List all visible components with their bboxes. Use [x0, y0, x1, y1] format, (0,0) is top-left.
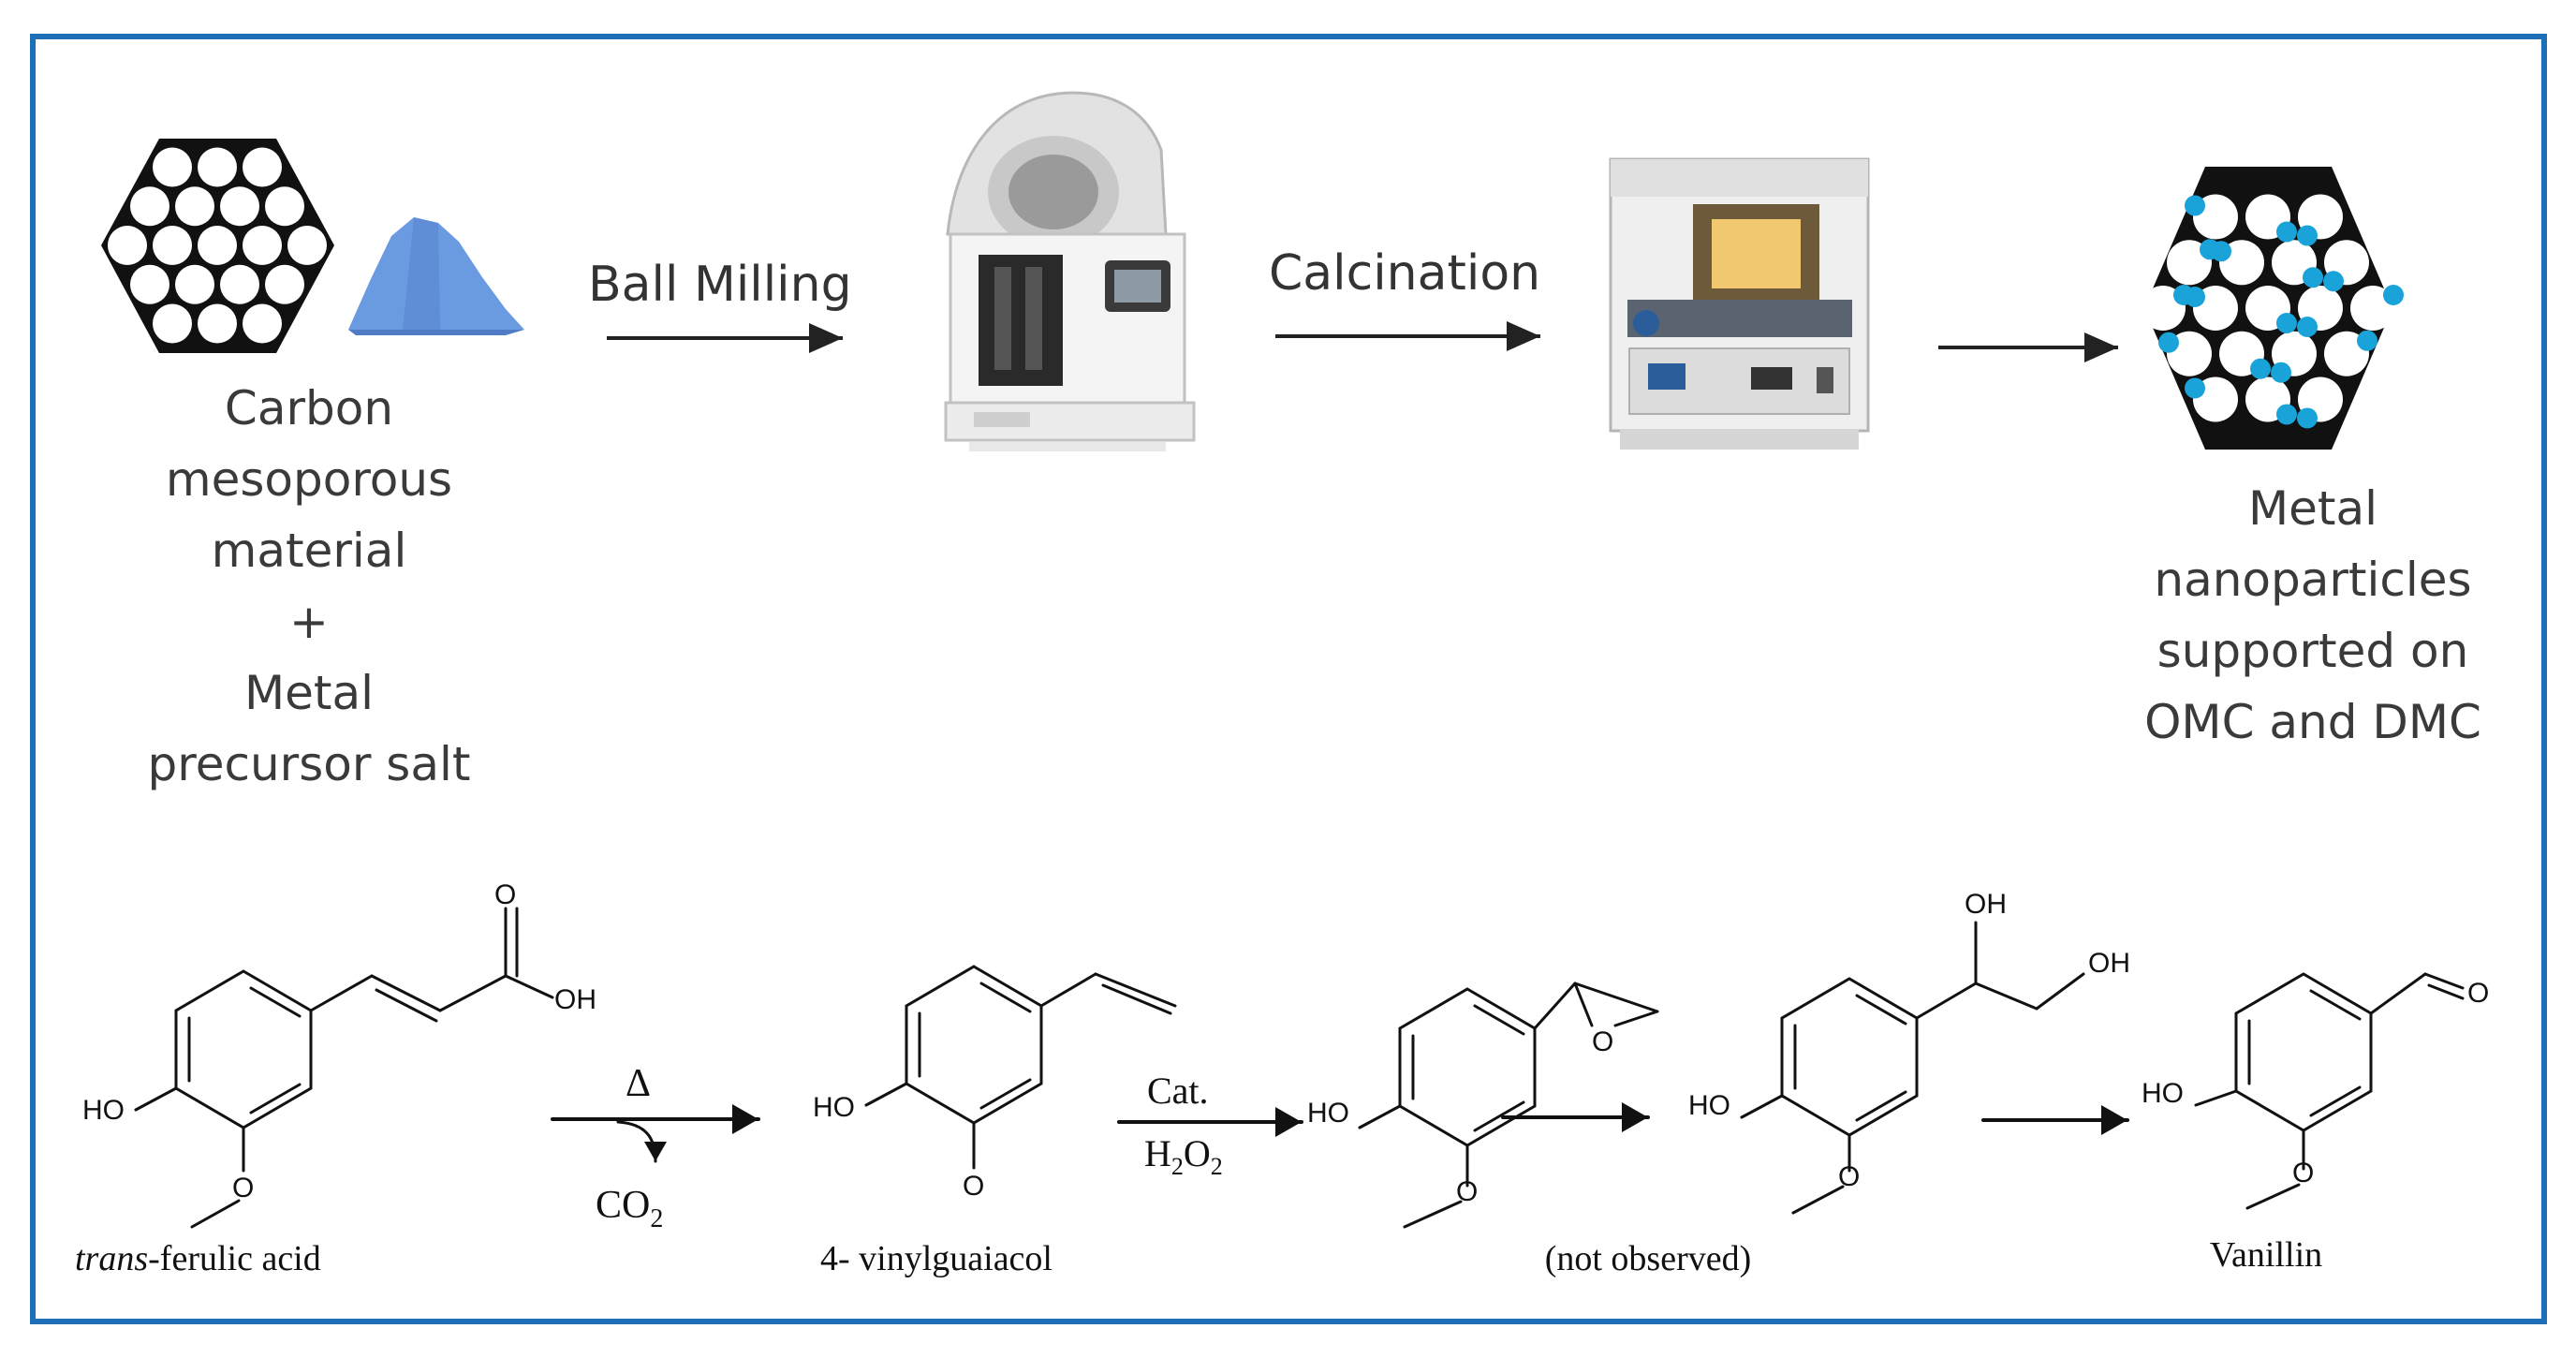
ferulic-acid-structure	[134, 907, 554, 1229]
h2o2-label: H2O2	[1144, 1132, 1223, 1180]
atom-o-c2-methoxy: O	[963, 1171, 984, 1202]
vanillin-label: Vanillin	[2209, 1235, 2323, 1275]
metal-nanoparticle	[2276, 313, 2297, 333]
metal-nanoparticle	[2276, 221, 2297, 243]
metal-nanoparticle	[2250, 358, 2271, 379]
metal-nanoparticle	[2211, 241, 2231, 262]
epoxide-structure	[1358, 982, 1659, 1229]
atom-oh-c4-upper: OH	[1965, 889, 2007, 920]
atom-ho-c5: HO	[2142, 1078, 2184, 1109]
atom-o-c1-carbonyl: O	[494, 879, 516, 910]
pore	[175, 264, 214, 304]
atom-o-c4-methoxy: O	[1838, 1161, 1860, 1192]
input-label-line: precursor salt	[147, 737, 471, 791]
atom-ho-c4: HO	[1688, 1090, 1730, 1121]
metal-nanoparticle	[2303, 267, 2323, 288]
pore	[287, 226, 327, 265]
pore	[243, 303, 282, 344]
vinylguaiacol-label: 4- vinylguaiacol	[820, 1239, 1052, 1278]
pore	[198, 303, 237, 344]
pore	[243, 226, 282, 265]
pore	[153, 226, 192, 265]
ferulic-acid-suffix: -ferulic acid	[148, 1239, 321, 1278]
pore	[153, 303, 192, 344]
atom-o-c3-methoxy: O	[1456, 1176, 1478, 1207]
output-label-line: nanoparticles	[2154, 553, 2472, 607]
atom-o-c5-methoxy: O	[2292, 1158, 2314, 1188]
vanillin-structure	[2194, 972, 2465, 1210]
atom-o-c5-aldehyde: O	[2467, 978, 2489, 1009]
ball-mill-machine-icon	[944, 91, 1196, 451]
atom-ho-c2: HO	[813, 1092, 855, 1123]
output-label-line: supported on	[2156, 624, 2469, 678]
input-label-line: Carbon	[224, 381, 394, 435]
metal-nanoparticle	[2276, 404, 2297, 425]
heat-symbol: Δ	[626, 1062, 651, 1105]
pore	[220, 186, 259, 227]
input-materials-label: Carbon mesoporous material + Metal precu…	[112, 373, 506, 800]
input-label-line: material	[211, 524, 407, 578]
metal-nanoparticle	[2297, 317, 2318, 337]
co2-release-arrow	[616, 1120, 667, 1163]
ferulic-acid-label: trans-ferulic acid	[75, 1238, 412, 1279]
input-label-line: mesoporous	[165, 452, 453, 507]
output-label-line: Metal	[2247, 481, 2378, 536]
calcination-label: Calcination	[1269, 245, 1541, 302]
input-label-line: +	[289, 595, 329, 649]
pore	[153, 147, 192, 187]
not-observed-label: (not observed)	[1544, 1239, 1752, 1278]
precursor-salt-icon	[348, 217, 524, 335]
pore	[243, 147, 282, 187]
output-label-line: OMC and DMC	[2144, 695, 2481, 749]
pore	[198, 147, 237, 187]
pore	[175, 186, 214, 227]
furnace-icon	[1609, 157, 1870, 450]
reaction-scheme	[134, 907, 2465, 1229]
metal-nanoparticle	[2185, 287, 2205, 307]
pore	[108, 226, 147, 265]
metal-nanoparticle	[2185, 195, 2205, 216]
pore	[198, 226, 237, 265]
atom-oh-c4-terminal: OH	[2088, 948, 2130, 979]
pore	[130, 264, 169, 304]
metal-nanoparticle	[2383, 285, 2404, 305]
pore	[130, 186, 169, 227]
catalyst-label: Cat.	[1147, 1070, 1209, 1112]
co2-label: CO2	[596, 1184, 663, 1233]
input-label-line: Metal	[243, 666, 375, 720]
metal-nanoparticle	[2271, 362, 2291, 383]
metal-nanoparticle	[2297, 407, 2318, 429]
metal-nanoparticles-support-icon	[2141, 167, 2404, 450]
metal-nanoparticle	[2323, 271, 2344, 292]
ferulic-acid-prefix: trans	[75, 1239, 149, 1278]
atom-oh-c1-acid: OH	[554, 984, 596, 1015]
metal-nanoparticle	[2357, 330, 2377, 351]
metal-nanoparticle	[2185, 377, 2205, 399]
atom-o-c3-epoxide: O	[1592, 1026, 1613, 1057]
pore	[265, 186, 304, 227]
atom-ho-c3: HO	[1307, 1098, 1349, 1129]
diol-structure	[1740, 921, 2085, 1215]
atom-o-c1-methoxy: O	[232, 1173, 254, 1203]
vinylguaiacol-structure	[864, 965, 1177, 1170]
metal-nanoparticle	[2297, 225, 2318, 246]
pore	[265, 264, 304, 304]
mesoporous-carbon-icon	[101, 139, 334, 353]
metal-nanoparticle	[2158, 332, 2179, 353]
ball-milling-label: Ball Milling	[588, 257, 852, 313]
atom-ho-c1: HO	[82, 1095, 125, 1126]
pore	[220, 264, 259, 304]
output-material-label: Metal nanoparticles supported on OMC and…	[2093, 473, 2533, 758]
